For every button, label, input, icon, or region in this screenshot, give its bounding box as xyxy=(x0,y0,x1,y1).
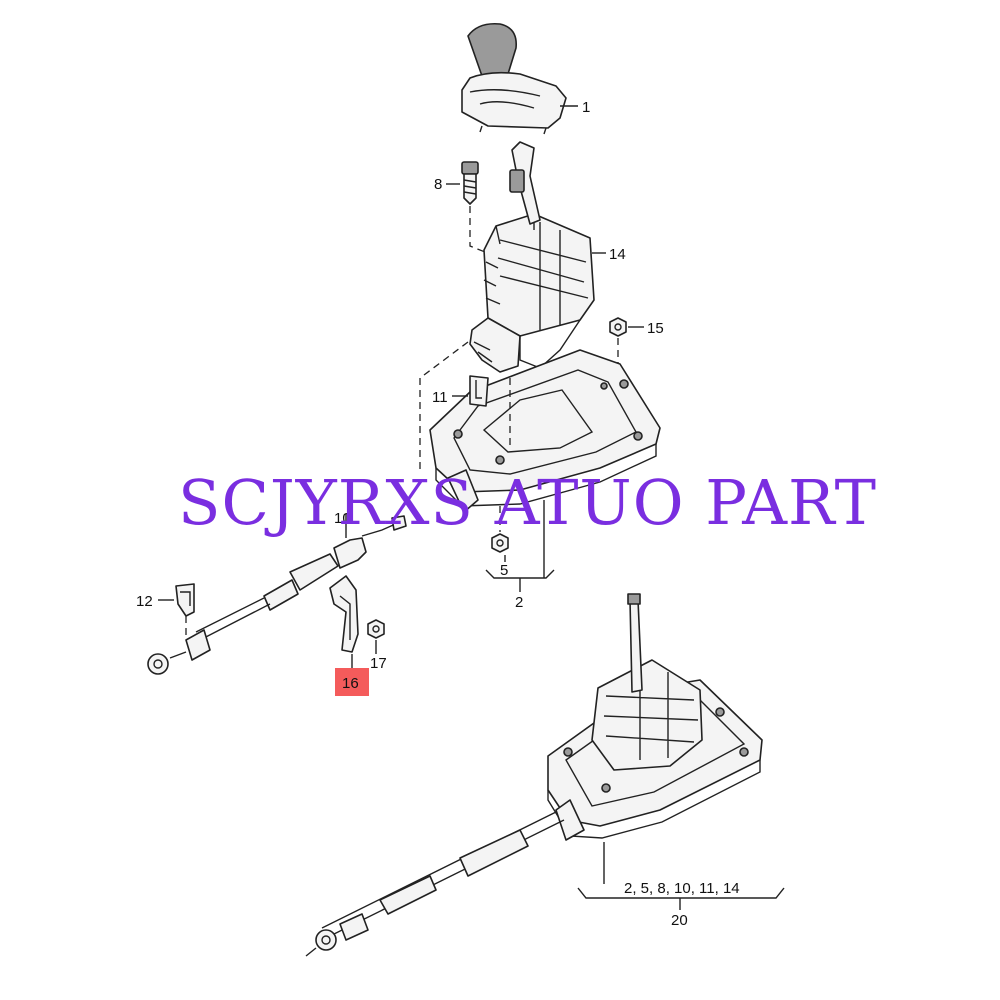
callout-20-contents: 2, 5, 8, 10, 11, 14 xyxy=(624,880,740,897)
bracket-nut xyxy=(367,619,385,639)
cable-bracket xyxy=(329,575,359,653)
watermark-text: SCJYRXS ATUO PART xyxy=(178,466,877,539)
callout-1: 1 xyxy=(582,99,590,116)
callout-2: 2 xyxy=(515,594,523,611)
retaining-clip xyxy=(469,375,489,407)
callout-8: 8 xyxy=(434,176,442,193)
callout-16-highlight xyxy=(335,668,369,696)
bolt xyxy=(461,161,479,205)
callout-16: 16 xyxy=(342,675,359,692)
complete-shifter-assembly xyxy=(305,593,763,957)
cable-clip xyxy=(175,583,195,617)
callout-15: 15 xyxy=(647,320,664,337)
callout-12: 12 xyxy=(136,593,153,610)
callout-5: 5 xyxy=(500,562,508,579)
selector-mechanism xyxy=(469,141,595,373)
callout-11: 11 xyxy=(432,389,448,406)
shift-knob-boot xyxy=(461,22,567,135)
callout-17: 17 xyxy=(370,655,387,672)
callout-10: 10 xyxy=(334,510,351,527)
shift-cable xyxy=(147,515,407,675)
callout-20: 20 xyxy=(671,912,688,929)
callout-14: 14 xyxy=(609,246,626,263)
hex-nut-top xyxy=(609,317,627,337)
hex-nut-bottom xyxy=(491,533,509,553)
